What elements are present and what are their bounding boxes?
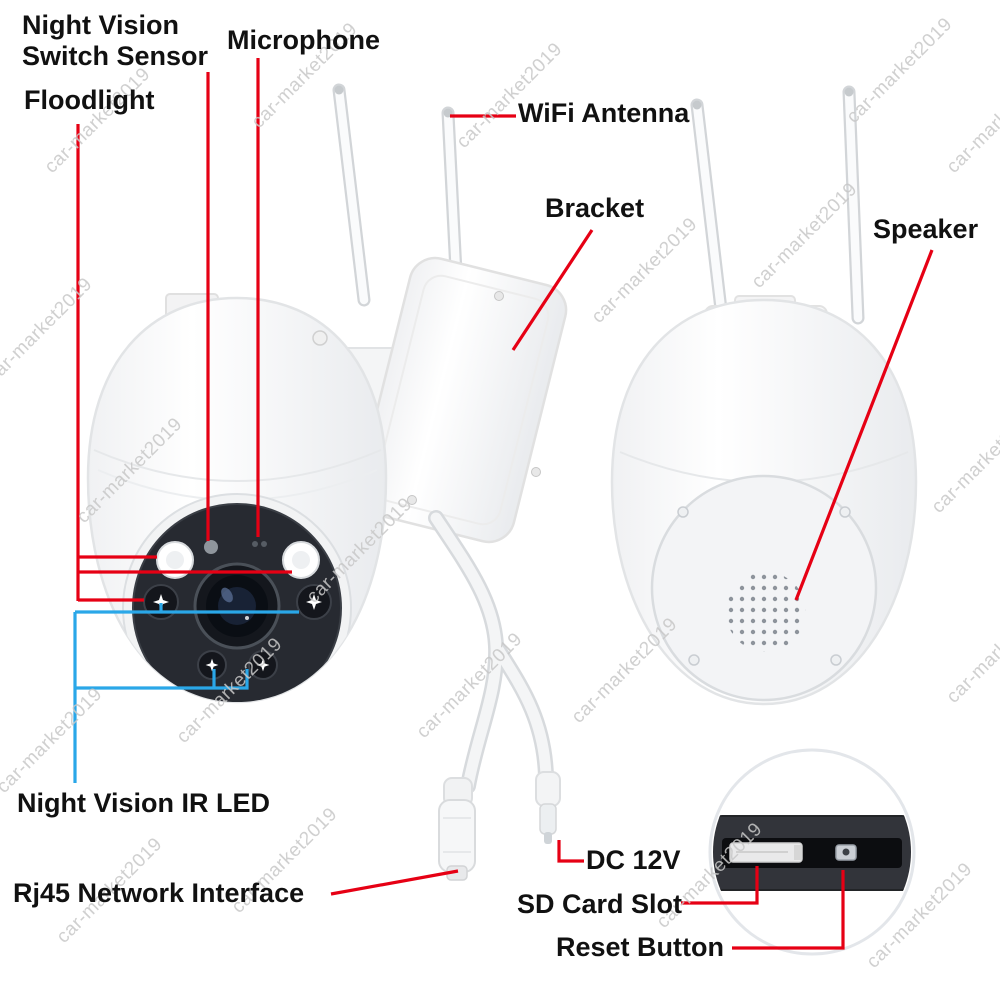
label-floodlight: Floodlight xyxy=(24,85,155,115)
callout-speaker xyxy=(794,249,934,601)
camera-lens xyxy=(193,562,281,650)
label-wifi-antenna: WiFi Antenna xyxy=(518,98,690,128)
callout-ir-led xyxy=(75,669,249,690)
bracket-screw xyxy=(531,467,541,477)
wifi-antenna-left-icon xyxy=(690,98,729,325)
body-screw xyxy=(830,654,842,666)
label-sd-card-slot: SD Card Slot xyxy=(517,889,683,919)
label-night-vision-switch-sensor: Night Vision Switch Sensor xyxy=(22,10,209,72)
dc-plug xyxy=(535,771,561,844)
microphone-hole xyxy=(252,541,258,547)
reset-button xyxy=(835,844,857,861)
label-microphone: Microphone xyxy=(227,25,380,55)
sd-card xyxy=(729,842,803,863)
label-rj45-network-interface: Rj45 Network Interface xyxy=(13,878,305,908)
wifi-antenna-left-icon xyxy=(332,83,371,307)
wifi-antenna-right-icon xyxy=(842,85,865,325)
label-dc-12v: DC 12V xyxy=(586,845,681,875)
bracket-screw xyxy=(407,495,417,505)
label-speaker: Speaker xyxy=(873,214,979,244)
callout-bracket xyxy=(511,229,594,351)
bracket-plate xyxy=(356,256,568,544)
callout-sd-card xyxy=(681,866,759,905)
callout-rj45 xyxy=(330,869,459,896)
label-bracket: Bracket xyxy=(545,193,645,223)
front-camera xyxy=(86,83,568,881)
cable xyxy=(428,510,554,794)
speaker-grill xyxy=(726,572,806,652)
back-camera xyxy=(610,85,918,706)
callout-lines xyxy=(73,58,934,950)
ports-inset xyxy=(708,748,916,956)
microphone-hole xyxy=(261,541,267,547)
body-screw xyxy=(688,654,700,666)
camera-face xyxy=(122,493,352,702)
callout-dc12v xyxy=(557,840,584,863)
body-screw xyxy=(312,330,328,346)
callout-reset xyxy=(732,870,845,950)
label-reset-button: Reset Button xyxy=(556,932,724,962)
body-screw xyxy=(677,506,689,518)
body-screw xyxy=(839,506,851,518)
label-night-vision-ir-led: Night Vision IR LED xyxy=(17,788,271,818)
body-seam xyxy=(93,449,382,482)
light-sensor-dot xyxy=(204,540,218,554)
bracket-screw xyxy=(494,291,504,301)
